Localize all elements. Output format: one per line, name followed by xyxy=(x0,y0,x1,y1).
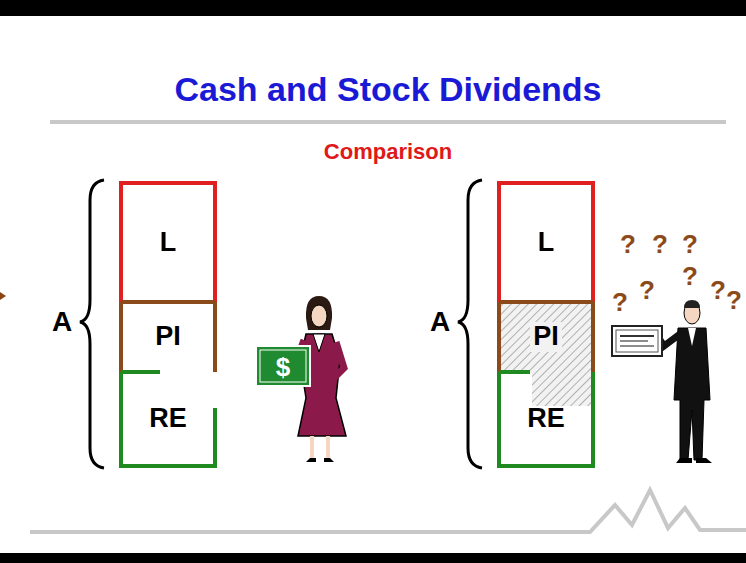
assets-letter: A xyxy=(52,307,72,338)
question-mark: ? xyxy=(710,276,726,305)
paid-in-box: PI xyxy=(501,304,591,370)
retained-earnings-outline xyxy=(121,372,215,466)
top-bar xyxy=(0,0,746,16)
box-label: RE xyxy=(524,404,568,434)
zigzag-line xyxy=(30,490,746,532)
liability-box: L xyxy=(123,185,213,300)
paid-in-outline xyxy=(499,302,593,372)
box-label: L xyxy=(535,228,558,258)
paid-in-outline xyxy=(121,302,215,372)
box-label: L xyxy=(157,228,180,258)
dollar-sign: $ xyxy=(276,353,290,382)
rule-line xyxy=(50,120,726,124)
man-figure xyxy=(660,300,712,463)
question-mark: ? xyxy=(682,230,698,259)
subtitle: Comparison xyxy=(324,140,452,164)
dollar-bill xyxy=(260,350,306,382)
liability-outline xyxy=(499,183,593,302)
question-mark: ? xyxy=(682,262,698,291)
bottom-bar xyxy=(0,553,746,563)
question-mark: ? xyxy=(652,230,668,259)
box-label: PI xyxy=(530,322,562,352)
box-label: RE xyxy=(146,404,190,434)
question-mark: ? xyxy=(639,276,655,305)
liability-box: L xyxy=(501,185,591,300)
edge-marker xyxy=(0,292,6,300)
retained-earnings-box: RE xyxy=(123,374,213,464)
brace xyxy=(80,180,104,468)
question-mark: ? xyxy=(620,230,636,259)
question-mark: ? xyxy=(726,286,742,315)
assets-letter: A xyxy=(430,307,450,338)
brace xyxy=(458,180,482,468)
liability-outline xyxy=(121,183,215,302)
retained-earnings-outline xyxy=(499,372,593,466)
question-mark: ? xyxy=(612,288,628,317)
stock-certificate xyxy=(612,326,662,356)
box-label: PI xyxy=(152,322,184,352)
retained-earnings-box: RE xyxy=(501,374,591,464)
dollar-bill xyxy=(256,346,310,386)
hatched-region xyxy=(500,304,591,406)
paid-in-box: PI xyxy=(123,304,213,370)
title: Cash and Stock Dividends xyxy=(175,71,602,108)
